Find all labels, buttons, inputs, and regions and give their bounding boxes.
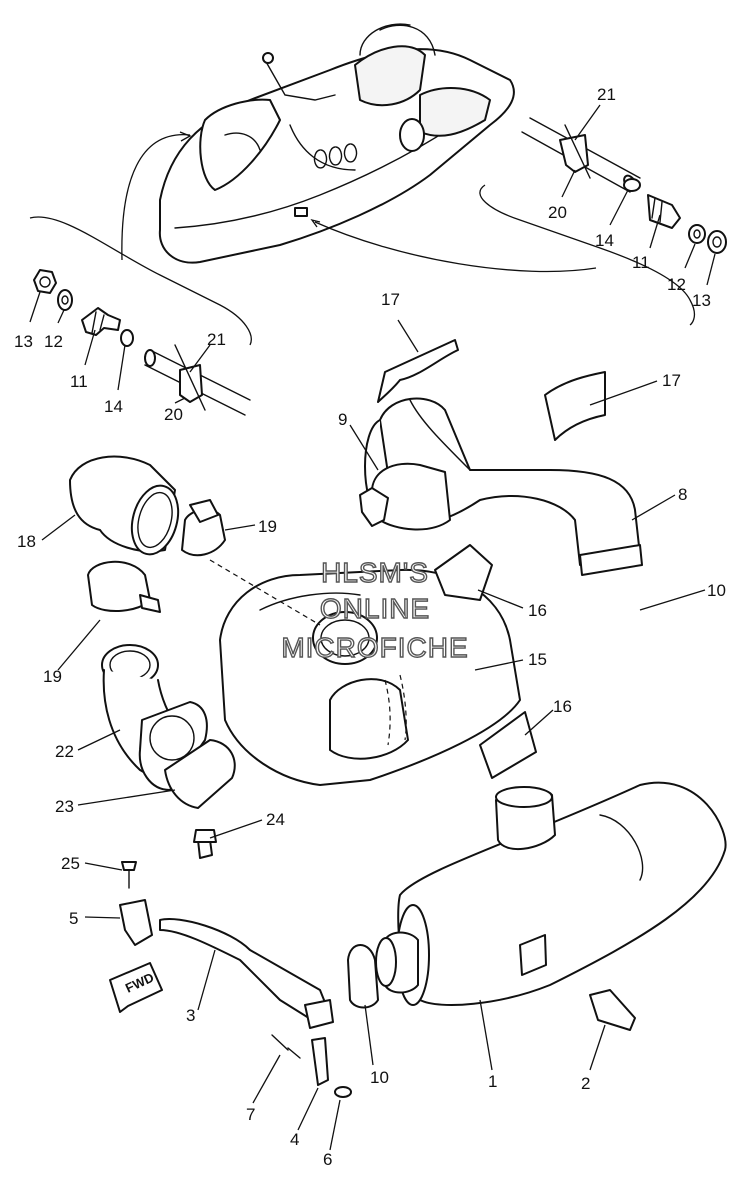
callout-13-left: 13 <box>14 332 33 351</box>
overview-leader-arrows <box>121 131 597 273</box>
watermark-line-1: HLSM'S <box>321 557 429 588</box>
callout-6: 6 <box>323 1150 332 1169</box>
callout-14-left: 14 <box>104 397 123 416</box>
left-fitting-group <box>29 216 252 416</box>
callout-numbers: 21 20 14 11 12 13 13 12 11 14 21 20 17 1… <box>14 85 726 1169</box>
callout-3: 3 <box>186 1006 195 1025</box>
callout-25: 25 <box>61 854 80 873</box>
callout-17-top: 17 <box>381 290 400 309</box>
callout-10-top: 10 <box>707 581 726 600</box>
callout-11-right: 11 <box>632 253 650 272</box>
callout-19-top: 19 <box>258 517 277 536</box>
callout-12-right: 12 <box>667 275 686 294</box>
watermark: HLSM'S ONLINE MICROFICHE <box>281 556 469 663</box>
callout-leader-lines <box>29 104 716 1151</box>
silencer-box <box>209 544 537 786</box>
right-fitting-group <box>479 117 727 326</box>
callout-7: 7 <box>246 1105 255 1124</box>
callout-10-bottom: 10 <box>370 1068 389 1087</box>
callout-17-right: 17 <box>662 371 681 390</box>
callout-9: 9 <box>338 410 347 429</box>
callout-18: 18 <box>17 532 36 551</box>
callout-21-left: 21 <box>207 330 226 349</box>
watermark-line-2: ONLINE <box>320 593 430 624</box>
callout-8: 8 <box>678 485 687 504</box>
callout-16-bottom: 16 <box>553 697 572 716</box>
watercraft-overview-illustration <box>158 23 515 264</box>
mounting-hardware: FWD <box>109 899 352 1098</box>
callout-20-right: 20 <box>548 203 567 222</box>
callout-24: 24 <box>266 810 285 829</box>
callout-20-left: 20 <box>164 405 183 424</box>
watermark-line-3: MICROFICHE <box>281 632 468 663</box>
main-muffler <box>347 781 727 1031</box>
callout-5: 5 <box>69 909 78 928</box>
callout-23: 23 <box>55 797 74 816</box>
exhaust-hose-assembly <box>69 339 643 613</box>
callout-16-top: 16 <box>528 601 547 620</box>
callout-19-bottom: 19 <box>43 667 62 686</box>
callout-1: 1 <box>488 1072 497 1091</box>
callout-15: 15 <box>528 650 547 669</box>
callout-12-left: 12 <box>44 332 63 351</box>
exhaust-elbow-pipe <box>101 644 236 889</box>
callout-2: 2 <box>581 1074 590 1093</box>
callout-4: 4 <box>290 1130 299 1149</box>
callout-11-left: 11 <box>70 372 88 391</box>
callout-14-right: 14 <box>595 231 614 250</box>
callout-21-right: 21 <box>597 85 616 104</box>
callout-13-right: 13 <box>692 291 711 310</box>
callout-22: 22 <box>55 742 74 761</box>
